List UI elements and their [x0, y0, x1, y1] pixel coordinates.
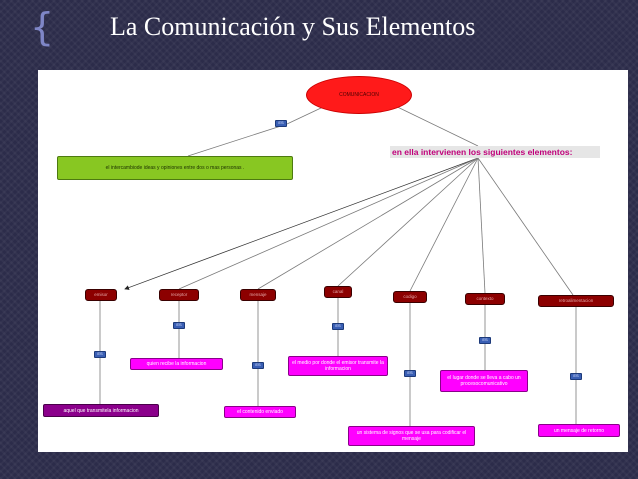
description-codigo: un sistema de signos que se usa para cod…: [348, 426, 475, 446]
element-node-retroalimentacion: retroalimentacion: [538, 295, 614, 307]
concept-map: COMUNICACION ES el intercambiode ideas y…: [38, 70, 628, 452]
connector-lines: [99, 99, 577, 426]
element-node-emisor: emisor: [85, 289, 117, 301]
description-receptor: quien recibe la informacion: [130, 358, 223, 370]
description-retroalimentacion: un mensaje de retorno: [538, 424, 620, 437]
link-label-retroalimentacion: ES: [570, 373, 582, 380]
root-link-label: ES: [275, 120, 287, 127]
link-label-contexto: ES: [479, 337, 491, 344]
description-canal: el medio por donde el emisor transmite l…: [288, 356, 388, 376]
brace-icon: {: [30, 5, 55, 49]
slide-title: La Comunicación y Sus Elementos: [110, 12, 476, 41]
intervene-label: en ella intervienen los siguientes eleme…: [390, 146, 600, 158]
description-mensaje: el contenido enviado: [224, 406, 296, 418]
root-node: COMUNICACION: [306, 76, 412, 114]
link-label-codigo: ES: [404, 370, 416, 377]
element-node-canal: canal: [324, 286, 352, 298]
link-label-emisor: ES: [94, 351, 106, 358]
definition-node: el intercambiode ideas y opiniones entre…: [57, 156, 293, 180]
description-contexto: el lugar donde se lleva a cabo un proces…: [440, 370, 528, 392]
description-emisor: aquel que transmitela informacion: [43, 404, 159, 417]
element-node-mensaje: mensaje: [240, 289, 276, 301]
element-node-contexto: contexto: [465, 293, 505, 305]
element-node-codigo: codigo: [393, 291, 427, 303]
element-node-receptor: receptor: [159, 289, 199, 301]
link-label-receptor: ES: [173, 322, 185, 329]
link-label-canal: ES: [332, 323, 344, 330]
link-label-mensaje: ES: [252, 362, 264, 369]
